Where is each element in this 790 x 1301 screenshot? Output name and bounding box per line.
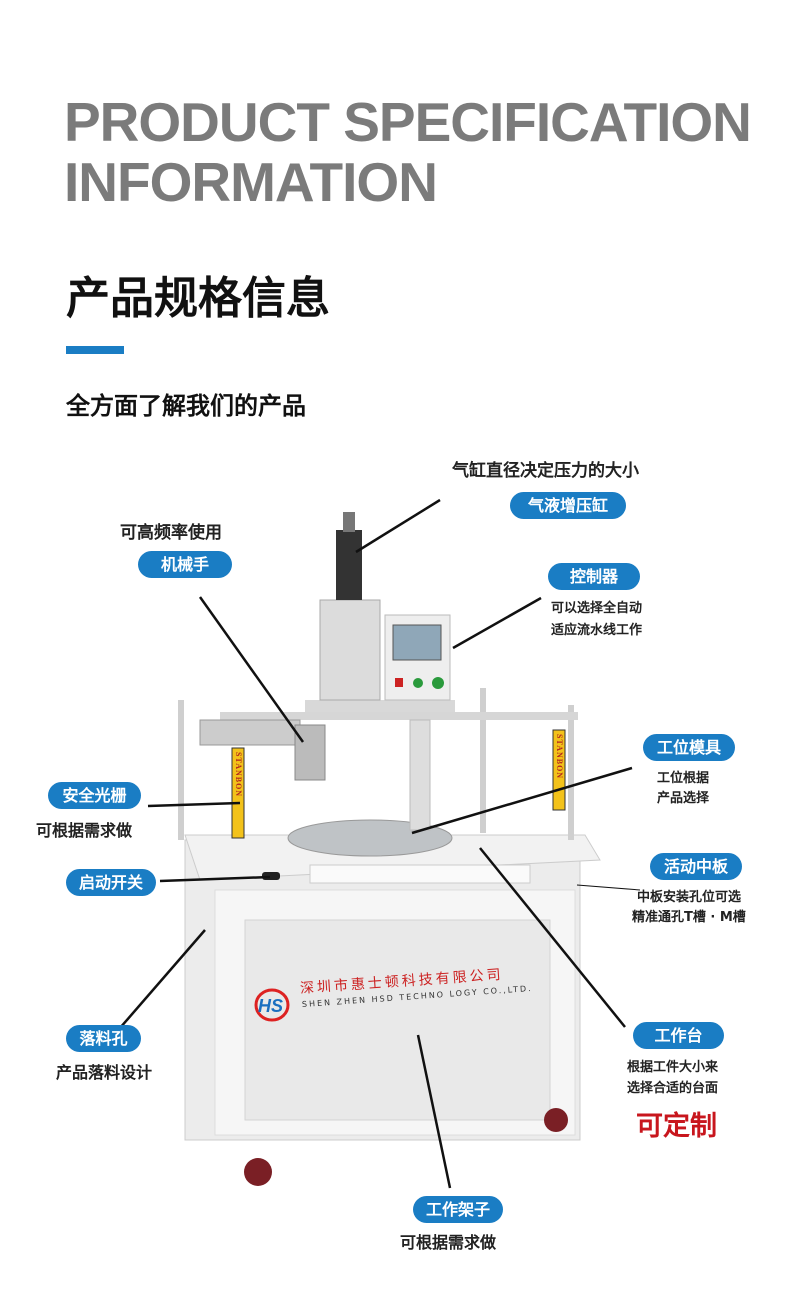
middle-plate-note-2: 精准通孔T槽 · M槽: [632, 910, 746, 925]
cylinder-label: 气液增压缸: [510, 492, 626, 519]
drop-hole-label: 落料孔: [66, 1025, 141, 1052]
cylinder-note: 气缸直径决定压力的大小: [452, 461, 639, 481]
manipulator-note: 可高频率使用: [120, 523, 222, 543]
frame-note: 可根据需求做: [400, 1233, 497, 1252]
customizable-highlight: 可定制: [636, 1111, 717, 1142]
subtitle: 全方面了解我们的产品: [66, 392, 306, 420]
fixture-label: 工位模具: [643, 734, 735, 761]
workbench-note-2: 选择合适的台面: [627, 1081, 719, 1096]
light-curtain-note: 可根据需求做: [36, 821, 133, 840]
title-line-1: PRODUCT SPECIFICATION: [64, 91, 752, 153]
title-line-2: INFORMATION: [64, 151, 438, 213]
controller-note-2: 适应流水线工作: [551, 623, 643, 638]
drop-hole-note: 产品落料设计: [56, 1063, 153, 1082]
company-logo: HS: [254, 988, 290, 1022]
workbench-note-1: 根据工件大小来: [627, 1060, 719, 1075]
controller-label: 控制器: [548, 563, 640, 590]
accent-bar: [66, 346, 124, 354]
manipulator-label: 机械手: [138, 551, 232, 578]
fixture-note-1: 工位根据: [657, 771, 710, 786]
frame-label: 工作架子: [413, 1196, 503, 1223]
title-cn: 产品规格信息: [66, 273, 330, 324]
sensor-brand-left: STANBON: [234, 752, 243, 798]
sensor-brand-right: STANBON: [555, 734, 564, 780]
middle-plate-label: 活动中板: [650, 853, 742, 880]
workbench-label: 工作台: [633, 1022, 724, 1049]
middle-plate-note-1: 中板安装孔位可选: [637, 890, 742, 905]
light-curtain-left: [231, 747, 245, 839]
controller-note-1: 可以选择全自动: [551, 601, 643, 616]
logo-text: HS: [258, 996, 283, 1016]
cylinder: [336, 530, 362, 600]
light-curtain-label: 安全光栅: [48, 782, 141, 809]
start-switch-label: 启动开关: [66, 869, 156, 896]
fixture-note-2: 产品选择: [657, 791, 710, 806]
